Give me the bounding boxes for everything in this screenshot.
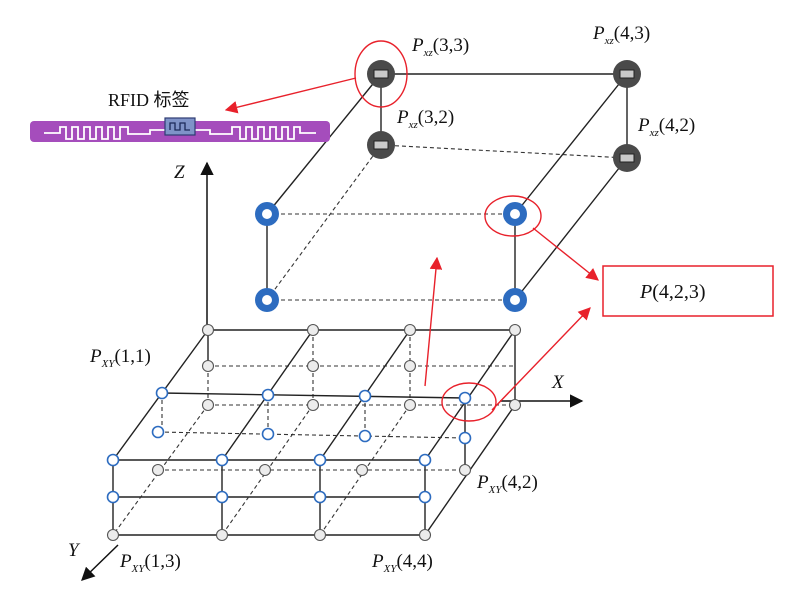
tag-node — [155, 386, 169, 400]
tag-node — [418, 453, 432, 467]
floor-grid — [106, 323, 522, 542]
grid-node — [201, 323, 215, 337]
label-pxz-4-3: Pxz(4,3) — [592, 23, 650, 47]
result-box-text: P(4,2,3) — [639, 281, 706, 303]
tag-node — [151, 425, 165, 439]
reader-node — [255, 288, 279, 312]
reader-node — [503, 288, 527, 312]
tag-node — [215, 453, 229, 467]
grid-node — [458, 463, 472, 477]
axes: Z X Y — [68, 161, 584, 581]
result-box: P(4,2,3) — [602, 265, 774, 317]
grid-node — [355, 463, 369, 477]
label-pxz-3-3: Pxz(3,3) — [411, 35, 469, 59]
arrow-anchor-to-result — [532, 227, 599, 281]
grid-node — [106, 528, 120, 542]
floor-middle-layer — [112, 392, 516, 536]
tag-node — [313, 490, 327, 504]
tag-node — [358, 389, 372, 403]
point-labels: PXY(1,1) PXY(1,3) PXY(4,4) PXY(4,2) Pxz(… — [89, 23, 695, 575]
grid-node — [151, 463, 165, 477]
reader-node — [255, 202, 279, 226]
grid-node — [508, 323, 522, 337]
x-axis-label: X — [551, 372, 565, 393]
tag-node — [458, 431, 472, 445]
label-pxy-4-4: PXY(4,4) — [371, 551, 433, 575]
tag-node — [418, 490, 432, 504]
y-axis-label: Y — [68, 540, 81, 561]
upper-blue-nodes — [255, 202, 527, 312]
reader-node — [503, 202, 527, 226]
rfid-antenna-left — [44, 126, 166, 140]
arrow-tag-to-rfid-label — [224, 77, 357, 114]
y-axis-line — [81, 544, 119, 581]
tag-node — [261, 427, 275, 441]
grid-node — [215, 528, 229, 542]
rfid-chip-pattern — [169, 122, 190, 131]
tag-node — [313, 453, 327, 467]
rfid-tag-node-pxz-3-2 — [367, 131, 395, 159]
arrow-floor-to-result — [491, 307, 591, 411]
grid-node — [313, 528, 327, 542]
tag-node — [106, 453, 120, 467]
tag-node — [358, 429, 372, 443]
grid-node — [403, 323, 417, 337]
grid-node — [508, 398, 522, 412]
tag-node — [261, 388, 275, 402]
rfid-tag-label: RFID 标签 — [108, 90, 190, 110]
label-pxy-4-2: PXY(4,2) — [476, 472, 538, 496]
label-pxz-3-2: Pxz(3,2) — [396, 107, 454, 131]
tag-node — [458, 391, 472, 405]
selected-floor-node-highlight — [441, 382, 497, 422]
upper-dark-nodes — [367, 60, 641, 172]
red-arrows — [224, 77, 599, 411]
label-pxy-1-1: PXY(1,1) — [89, 346, 151, 370]
floor-grey-nodes — [106, 323, 522, 542]
tag-node — [106, 490, 120, 504]
label-pxy-1-3: PXY(1,3) — [119, 551, 181, 575]
grid-node — [306, 398, 320, 412]
rfid-antenna-right — [194, 126, 316, 140]
selected-anchor-highlight — [484, 195, 542, 237]
result-box-frame — [602, 265, 774, 317]
grid-node — [201, 359, 215, 373]
floor-blue-nodes — [106, 386, 472, 504]
label-pxz-4-2: Pxz(4,2) — [637, 115, 695, 139]
rfid-tag-node-pxz-4-3 — [613, 60, 641, 88]
rfid-tag-graphic: RFID 标签 — [30, 90, 330, 142]
rfid-tag-node-pxz-4-2 — [613, 144, 641, 172]
grid-node — [403, 359, 417, 373]
tag-node — [215, 490, 229, 504]
rfid-tag-node-pxz-3-3 — [367, 60, 395, 88]
arrow-floor-to-wall — [424, 256, 443, 387]
grid-node — [258, 463, 272, 477]
z-axis-label: Z — [174, 162, 185, 183]
grid-node — [418, 528, 432, 542]
grid-node — [201, 398, 215, 412]
grid-node — [403, 398, 417, 412]
selected-tag-highlight — [354, 40, 408, 108]
grid-node — [306, 323, 320, 337]
grid-node — [306, 359, 320, 373]
